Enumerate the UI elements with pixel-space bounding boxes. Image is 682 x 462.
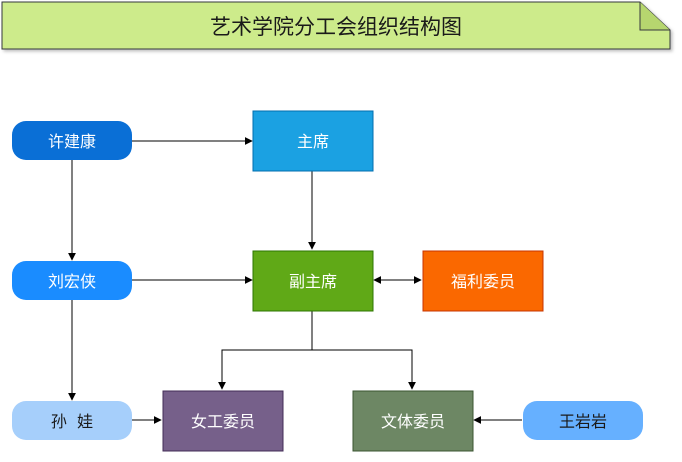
node-wang: 王岩岩 bbox=[523, 401, 643, 440]
node-wang-label: 王岩岩 bbox=[559, 412, 607, 431]
node-chair: 主席 bbox=[252, 110, 374, 172]
node-xu: 许建康 bbox=[12, 121, 132, 160]
connectors bbox=[68, 137, 522, 424]
node-liu-label: 刘宏侠 bbox=[48, 272, 96, 291]
node-sun-label: 孙 娃 bbox=[51, 412, 93, 431]
node-chair-label: 主席 bbox=[297, 132, 329, 151]
node-culture: 文体委员 bbox=[352, 390, 474, 452]
edge-vice-to-culture bbox=[312, 349, 416, 390]
node-women: 女工委员 bbox=[162, 390, 284, 452]
node-vice-chair-label: 副主席 bbox=[289, 272, 337, 291]
title-banner: 艺术学院分工会组织结构图 bbox=[1, 1, 671, 50]
node-vice-chair: 副主席 bbox=[252, 250, 374, 312]
diagram-title: 艺术学院分工会组织结构图 bbox=[210, 15, 462, 39]
node-xu-label: 许建康 bbox=[48, 132, 96, 151]
edge-vice-to-women bbox=[218, 311, 313, 390]
node-welfare: 福利委员 bbox=[422, 250, 544, 312]
node-welfare-label: 福利委员 bbox=[451, 272, 515, 291]
node-women-label: 女工委员 bbox=[191, 412, 255, 431]
node-culture-label: 文体委员 bbox=[381, 412, 445, 431]
node-sun: 孙 娃 bbox=[12, 401, 132, 440]
node-liu: 刘宏侠 bbox=[12, 261, 132, 300]
